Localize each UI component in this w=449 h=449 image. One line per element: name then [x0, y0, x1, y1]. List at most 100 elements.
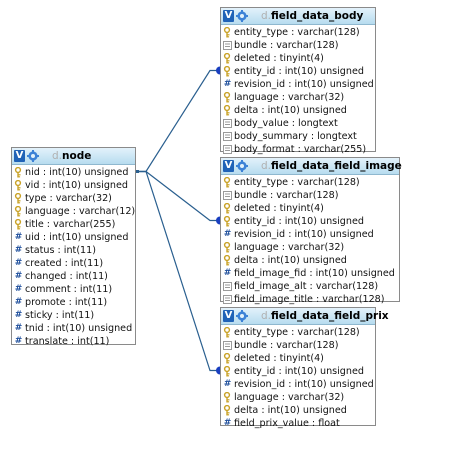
field-text: entity_id : int(10) unsigned	[234, 366, 364, 377]
column-icon	[223, 144, 232, 155]
field-row[interactable]: #translate : int(11)	[12, 335, 135, 348]
field-row[interactable]: deleted : tinyint(4)	[221, 52, 375, 65]
field-row[interactable]: field_image_alt : varchar(128)	[221, 280, 399, 293]
table-name: field_data_field_prix	[271, 310, 389, 322]
field-text: field_image_fid : int(10) unsigned	[234, 268, 395, 279]
field-row[interactable]: #comment : int(11)	[12, 283, 135, 296]
field-text: body_value : longtext	[234, 118, 338, 129]
field-row[interactable]: language : varchar(32)	[221, 241, 399, 254]
column-icon	[223, 190, 232, 201]
field-row[interactable]: #status : int(11)	[12, 244, 135, 257]
key-icon	[223, 327, 232, 338]
key-icon	[223, 405, 232, 416]
field-row[interactable]: entity_type : varchar(128)	[221, 26, 375, 39]
field-row[interactable]: #sticky : int(11)	[12, 309, 135, 322]
field-row[interactable]: language : varchar(12)	[12, 205, 135, 218]
field-row[interactable]: #revision_id : int(10) unsigned	[221, 78, 375, 91]
field-row[interactable]: title : varchar(255)	[12, 218, 135, 231]
field-row[interactable]: #created : int(11)	[12, 257, 135, 270]
schema-separator: .	[267, 10, 272, 22]
field-row[interactable]: body_summary : longtext	[221, 130, 375, 143]
column-icon	[223, 40, 232, 51]
gear-icon[interactable]	[236, 10, 248, 22]
index-hash-icon: #	[14, 258, 23, 268]
field-text: entity_id : int(10) unsigned	[234, 66, 364, 77]
field-text: type : varchar(32)	[25, 193, 112, 204]
field-text: title : varchar(255)	[25, 219, 116, 230]
relation-line[interactable]	[136, 170, 220, 372]
field-row[interactable]: vid : int(10) unsigned	[12, 179, 135, 192]
field-text: delta : int(10) unsigned	[234, 105, 347, 116]
field-text: bundle : varchar(128)	[234, 40, 339, 51]
field-row[interactable]: entity_id : int(10) unsigned	[221, 365, 375, 378]
field-text: revision_id : int(10) unsigned	[234, 379, 374, 390]
field-row[interactable]: #revision_id : int(10) unsigned	[221, 228, 399, 241]
field-text: language : varchar(32)	[234, 92, 345, 103]
field-row[interactable]: entity_type : varchar(128)	[221, 326, 375, 339]
field-row[interactable]: type : varchar(32)	[12, 192, 135, 205]
field-row[interactable]: field_image_title : varchar(128)	[221, 293, 399, 306]
field-row[interactable]: bundle : varchar(128)	[221, 339, 375, 352]
field-row[interactable]: #changed : int(11)	[12, 270, 135, 283]
field-row[interactable]: bundle : varchar(128)	[221, 189, 399, 202]
relation-end-dot	[216, 66, 220, 75]
field-list: entity_type : varchar(128)bundle : varch…	[221, 175, 399, 306]
field-row[interactable]: deleted : tinyint(4)	[221, 352, 375, 365]
column-icon	[223, 131, 232, 142]
schema-name: d	[261, 10, 268, 22]
index-hash-icon: #	[223, 418, 232, 428]
field-row[interactable]: #promote : int(11)	[12, 296, 135, 309]
field-row[interactable]: delta : int(10) unsigned	[221, 104, 375, 117]
field-row[interactable]: #revision_id : int(10) unsigned	[221, 378, 375, 391]
field-row[interactable]: language : varchar(32)	[221, 91, 375, 104]
field-text: field_prix_value : float	[234, 418, 340, 429]
field-text: promote : int(11)	[25, 297, 108, 308]
key-icon	[223, 203, 232, 214]
field-row[interactable]: entity_id : int(10) unsigned	[221, 215, 399, 228]
field-row[interactable]: #uid : int(10) unsigned	[12, 231, 135, 244]
field-row[interactable]: language : varchar(32)	[221, 391, 375, 404]
field-row[interactable]: #field_image_fid : int(10) unsigned	[221, 267, 399, 280]
schema-name: d	[261, 310, 268, 322]
field-text: entity_type : varchar(128)	[234, 177, 360, 188]
field-row[interactable]: nid : int(10) unsigned	[12, 166, 135, 179]
table-title: d.node	[52, 148, 91, 164]
field-row[interactable]: deleted : tinyint(4)	[221, 202, 399, 215]
field-row[interactable]: body_format : varchar(255)	[221, 143, 375, 156]
key-icon	[223, 216, 232, 227]
field-text: translate : int(11)	[25, 336, 110, 347]
field-row[interactable]: delta : int(10) unsigned	[221, 404, 375, 417]
field-row[interactable]: bundle : varchar(128)	[221, 39, 375, 52]
field-row[interactable]: entity_id : int(10) unsigned	[221, 65, 375, 78]
view-badge-icon: V	[223, 160, 234, 172]
field-row[interactable]: delta : int(10) unsigned	[221, 254, 399, 267]
index-hash-icon: #	[14, 271, 23, 281]
field-text: nid : int(10) unsigned	[25, 167, 129, 178]
table-name: field_data_field_image	[271, 160, 402, 172]
field-text: bundle : varchar(128)	[234, 340, 339, 351]
field-text: language : varchar(32)	[234, 242, 345, 253]
view-badge-icon: V	[14, 150, 25, 162]
field-row[interactable]: #field_prix_value : float	[221, 417, 375, 430]
gear-icon[interactable]	[236, 160, 248, 172]
key-icon	[223, 366, 232, 377]
key-icon	[14, 206, 23, 217]
index-hash-icon: #	[223, 268, 232, 278]
field-row[interactable]: entity_type : varchar(128)	[221, 176, 399, 189]
field-text: revision_id : int(10) unsigned	[234, 79, 374, 90]
relation-line[interactable]	[136, 69, 220, 173]
gear-icon[interactable]	[27, 150, 39, 162]
field-row[interactable]: body_value : longtext	[221, 117, 375, 130]
field-text: tnid : int(10) unsigned	[25, 323, 133, 334]
field-row[interactable]: #tnid : int(10) unsigned	[12, 322, 135, 335]
view-badge-icon: V	[223, 10, 234, 22]
gear-icon[interactable]	[236, 310, 248, 322]
